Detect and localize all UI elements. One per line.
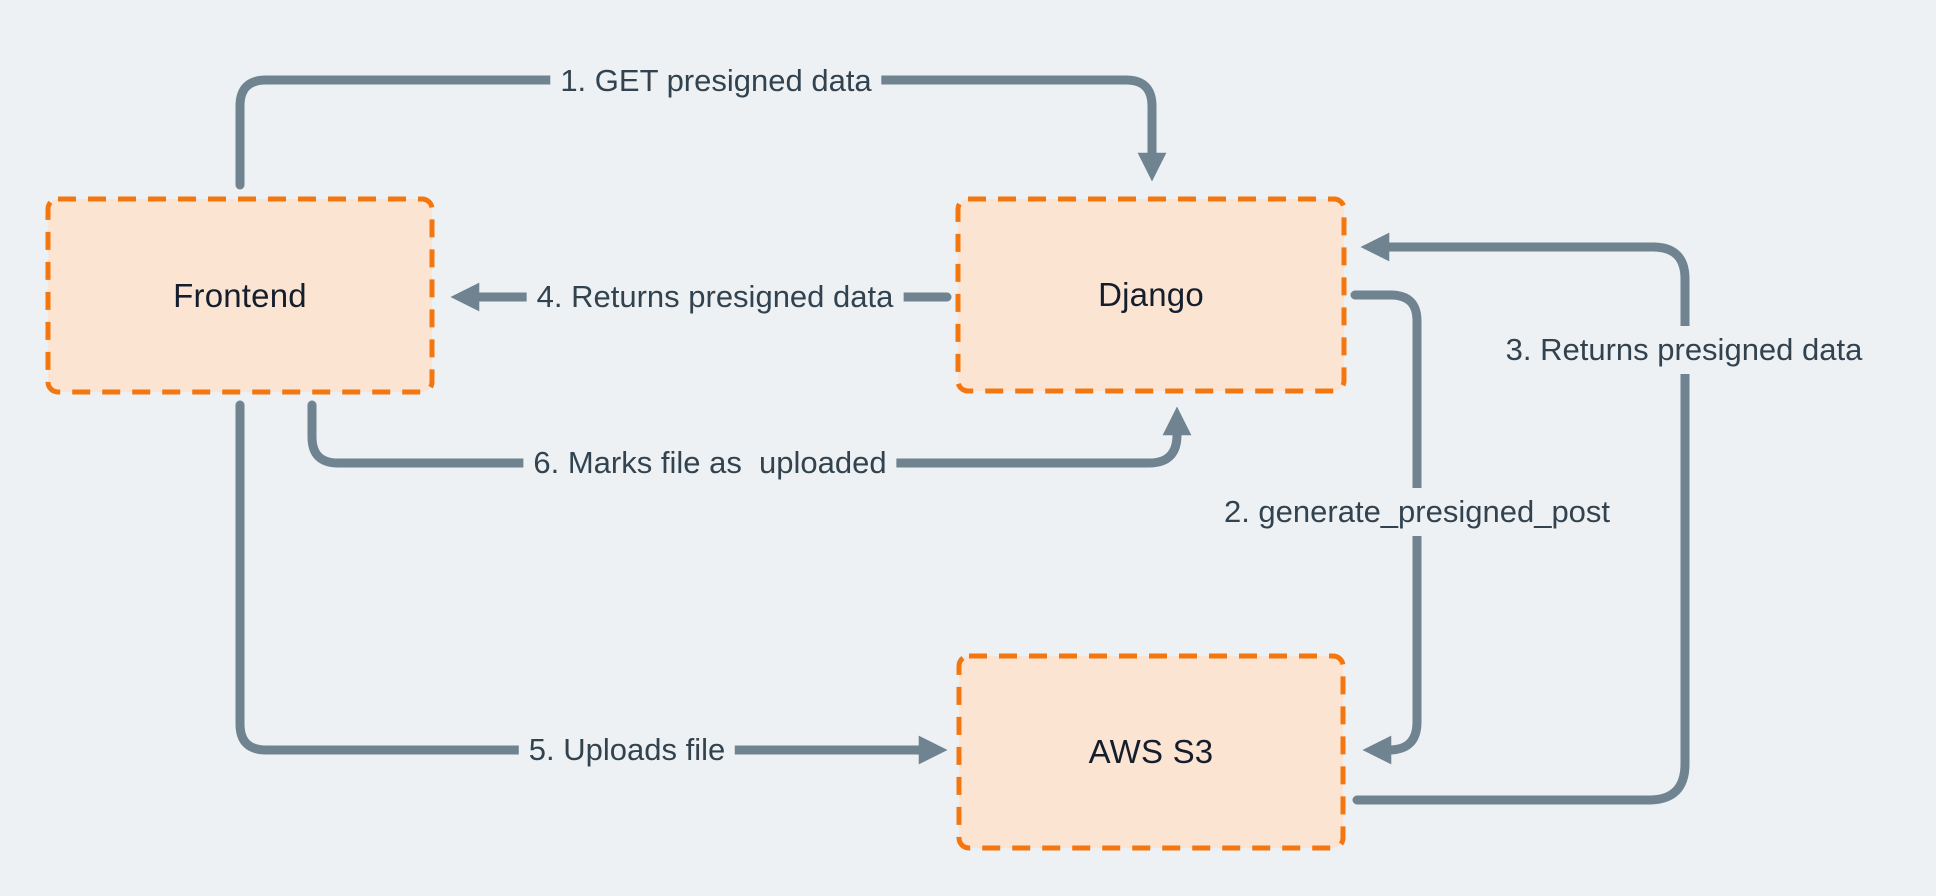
- arrow-6-marks-file-uploaded: [307, 400, 1192, 468]
- node-django-box: [955, 196, 1347, 394]
- arrow-5-uploads-file: [235, 400, 948, 765]
- arrow-1-get-presigned-data: [235, 75, 1167, 190]
- node-frontend-box: [45, 196, 435, 395]
- arrow-3-returns-presigned-data: [1352, 232, 1690, 805]
- node-aws-s3-box: [956, 653, 1346, 851]
- arrow-2-generate-presigned-post: [1350, 290, 1422, 765]
